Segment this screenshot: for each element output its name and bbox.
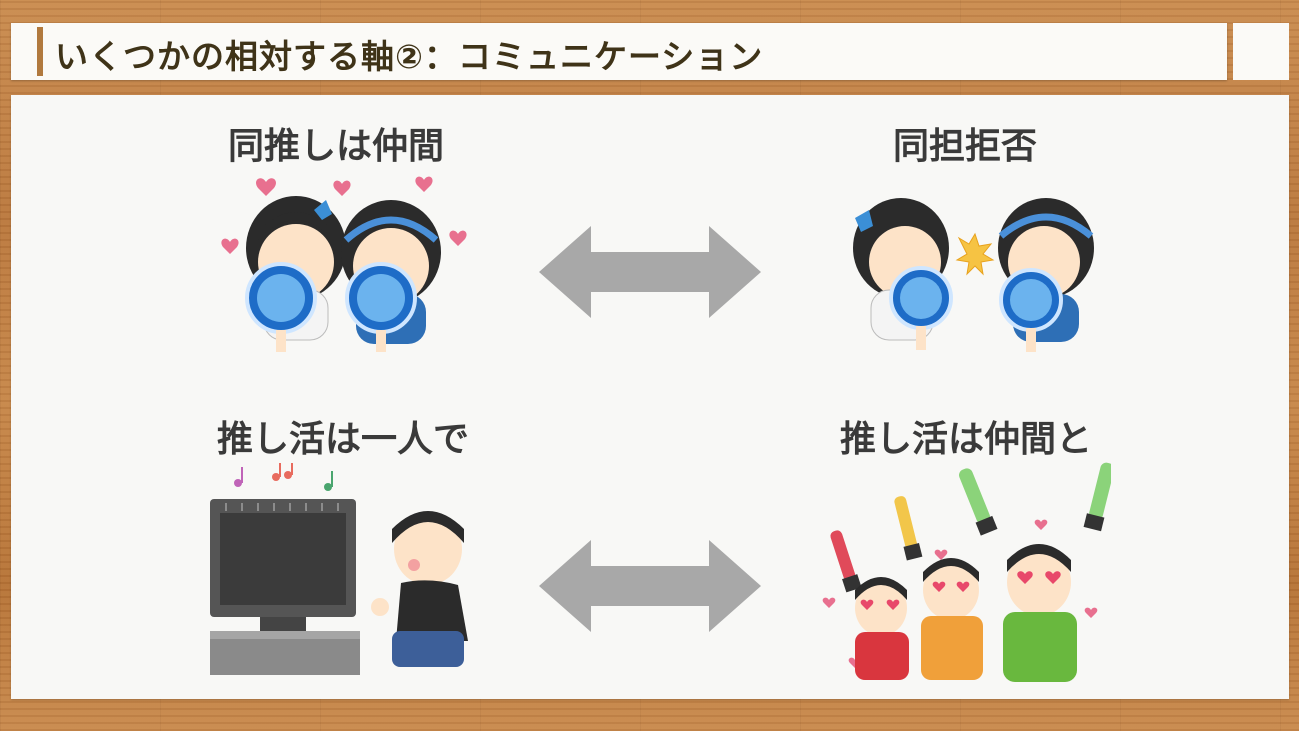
label-bottom-left: 推し活は一人で: [216, 419, 470, 460]
double-arrow-icon-top: [539, 226, 761, 318]
fans-rivalry-illustration: [853, 198, 1094, 352]
label-top-right: 同担拒否: [892, 126, 1038, 167]
title-accent-bar: [37, 27, 43, 76]
page-title: いくつかの相対する軸②：コミュニケーション: [55, 37, 764, 76]
label-top-left: 同推しは仲間: [227, 126, 445, 167]
title-bar: いくつかの相対する軸②：コミュニケーション: [11, 23, 1227, 80]
content-panel: 同推しは仲間 同担拒否 推し活は一人で 推し活は仲間と: [11, 95, 1289, 699]
group-cheering-illustration: [822, 462, 1111, 682]
label-bottom-right: 推し活は仲間と: [839, 419, 1093, 460]
fans-together-illustration: [221, 176, 467, 352]
corner-box: [1233, 23, 1289, 80]
alone-tv-illustration: [210, 463, 468, 675]
double-arrow-icon-bottom: [539, 540, 761, 632]
